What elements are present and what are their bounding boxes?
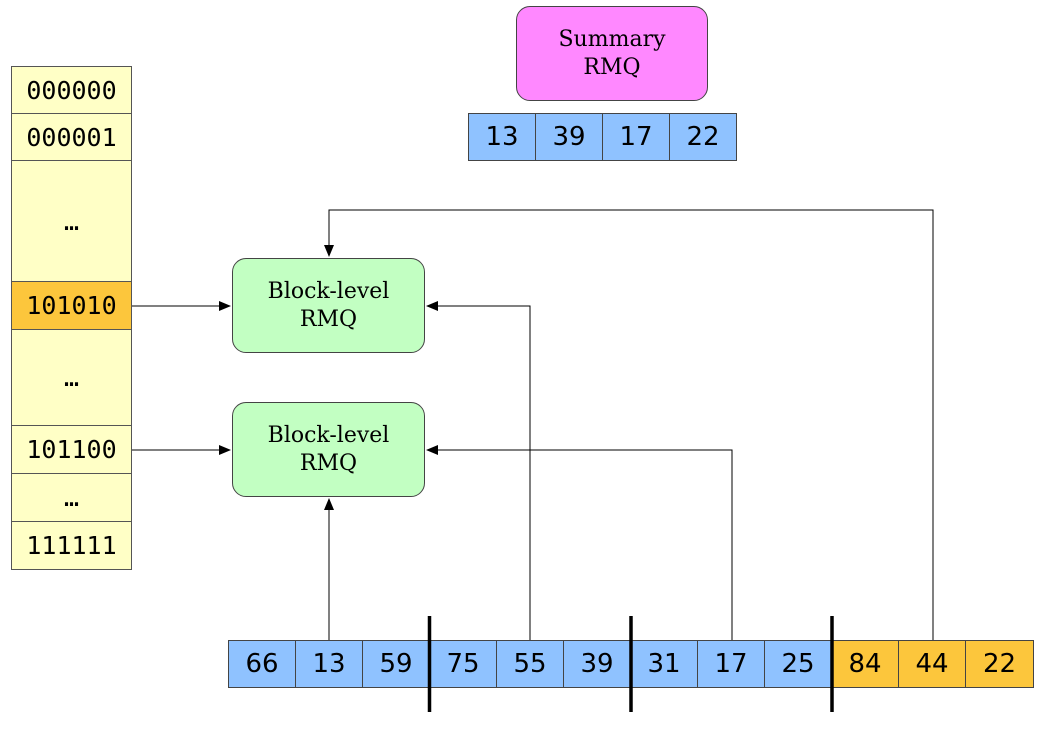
summary-rmq-node: Summary RMQ [516, 6, 708, 101]
summary-cell: 13 [468, 113, 536, 161]
lookup-row-ellipsis: … [11, 473, 132, 522]
summary-cell: 22 [669, 113, 737, 161]
block-rmq-line2: RMQ [299, 450, 358, 476]
array-cell: 59 [362, 640, 430, 688]
summary-rmq-line2: RMQ [583, 54, 641, 80]
array-cell-leftover: 84 [831, 640, 899, 688]
summary-cell: 39 [535, 113, 603, 161]
lookup-row-ellipsis: … [11, 329, 132, 426]
block-rmq-line1: Block-level [267, 422, 390, 448]
block-rmq-line1: Block-level [267, 278, 390, 304]
lookup-row-111111: 111111 [11, 521, 132, 570]
block-rmq-node-1: Block-level RMQ [232, 258, 425, 353]
summary-cell: 17 [602, 113, 670, 161]
lookup-row-ellipsis: … [11, 160, 132, 282]
array-cell-leftover: 44 [898, 640, 966, 688]
array-cell: 25 [764, 640, 832, 688]
arrow-leftover-to-block-1 [324, 209, 934, 640]
arrow-cell-to-block-2 [426, 445, 733, 640]
lookup-row-000000: 000000 [11, 66, 132, 114]
arrow-cell-to-block-1 [426, 301, 531, 640]
array-cell: 66 [228, 640, 296, 688]
array-cell: 39 [563, 640, 631, 688]
block-rmq-node-2: Block-level RMQ [232, 402, 425, 497]
summary-rmq-line1: Summary [558, 26, 666, 52]
block-rmq-line2: RMQ [299, 306, 358, 332]
array-cell: 13 [295, 640, 363, 688]
array-cell: 75 [429, 640, 497, 688]
array-cell: 17 [697, 640, 765, 688]
array-cell-leftover: 22 [965, 640, 1034, 688]
